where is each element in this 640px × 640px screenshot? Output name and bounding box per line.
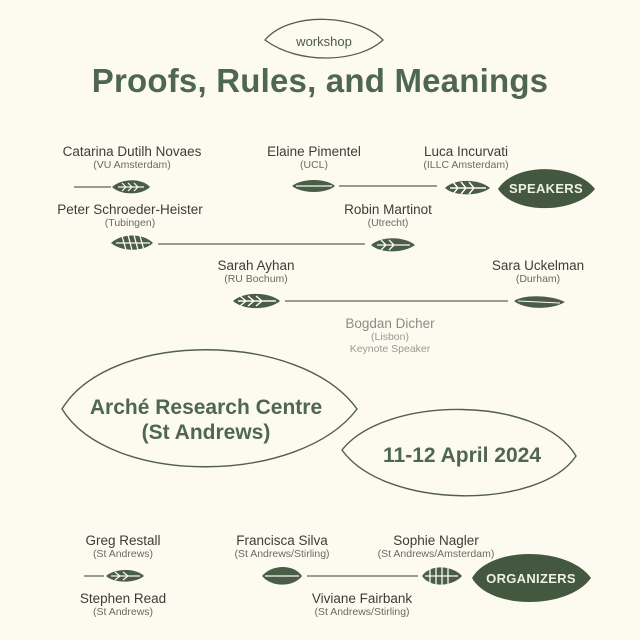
organizer-entry: Greg Restall (St Andrews): [85, 533, 160, 560]
speaker-affiliation: (Tubingen): [104, 217, 156, 229]
organizer-entry: Stephen Read (St Andrews): [80, 591, 166, 618]
speaker-affiliation: (Utrecht): [367, 217, 409, 229]
speaker-affiliation: (RU Bochum): [224, 273, 288, 285]
speaker-entry: Peter Schroeder-Heister (Tubingen): [57, 202, 203, 229]
speaker-name: Catarina Dutilh Novaes: [62, 144, 202, 159]
organizer-entry: Viviane Fairbank (St Andrews/Stirling): [312, 591, 412, 618]
organizer-affiliation: (St Andrews): [92, 606, 154, 618]
organizer-entry: Sophie Nagler (St Andrews/Amsterdam): [378, 533, 495, 560]
organizers-label: ORGANIZERS: [486, 571, 576, 586]
venue-location: (St Andrews): [141, 421, 271, 444]
speaker-name: Elaine Pimentel: [267, 144, 361, 159]
organizer-name: Sophie Nagler: [393, 533, 479, 548]
keynote-entry: Bogdan Dicher (Lisbon) Keynote Speaker: [345, 316, 434, 355]
workshop-leaf-outline: [264, 18, 384, 59]
speaker-entry: Robin Martinot (Utrecht): [344, 202, 432, 229]
speaker-affiliation: (ILLC Amsterdam): [423, 159, 509, 171]
speakers-leaf: [498, 169, 595, 209]
speaker-affiliation: (VU Amsterdam): [93, 159, 171, 171]
speaker-affiliation: (UCL): [300, 159, 328, 171]
keynote-affiliation: (Lisbon): [371, 331, 409, 343]
workshop-badge: workshop: [296, 34, 352, 49]
event-date: 11-12 April 2024: [383, 444, 541, 467]
organizer-name: Greg Restall: [85, 533, 161, 548]
speaker-entry: Elaine Pimentel (UCL): [267, 144, 361, 171]
speakers-label: SPEAKERS: [509, 181, 583, 196]
organizer-name: Francisca Silva: [236, 533, 328, 548]
organizer-affiliation: (St Andrews): [92, 548, 154, 560]
page-title: Proofs, Rules, and Meanings: [91, 62, 549, 99]
speaker-name: Sarah Ayhan: [217, 258, 295, 273]
speaker-name: Sara Uckelman: [491, 258, 585, 273]
speaker-entry: Sarah Ayhan (RU Bochum): [217, 258, 294, 285]
keynote-name: Bogdan Dicher: [345, 316, 435, 331]
speaker-affiliation: (Durham): [515, 273, 561, 285]
organizer-name: Viviane Fairbank: [311, 591, 413, 606]
venue-leaf-outline: [61, 349, 358, 468]
speaker-name: Peter Schroeder-Heister: [57, 202, 203, 217]
organizer-name: Stephen Read: [79, 591, 167, 606]
speaker-entry: Luca Incurvati (ILLC Amsterdam): [423, 144, 508, 171]
speaker-entry: Catarina Dutilh Novaes (VU Amsterdam): [63, 144, 202, 171]
organizer-entry: Francisca Silva (St Andrews/Stirling): [234, 533, 329, 560]
speaker-entry: Sara Uckelman (Durham): [492, 258, 584, 285]
speaker-name: Luca Incurvati: [423, 144, 509, 159]
organizer-affiliation: (St Andrews/Stirling): [314, 606, 410, 618]
venue-name: Arché Research Centre: [89, 396, 323, 419]
venue: Arché Research Centre (St Andrews): [90, 395, 322, 445]
keynote-role: Keynote Speaker: [349, 343, 431, 355]
speaker-name: Robin Martinot: [344, 202, 432, 217]
organizer-affiliation: (St Andrews/Amsterdam): [377, 548, 495, 560]
organizer-affiliation: (St Andrews/Stirling): [234, 548, 330, 560]
date-leaf-outline: [341, 408, 577, 497]
organizers-leaf: [472, 554, 591, 602]
